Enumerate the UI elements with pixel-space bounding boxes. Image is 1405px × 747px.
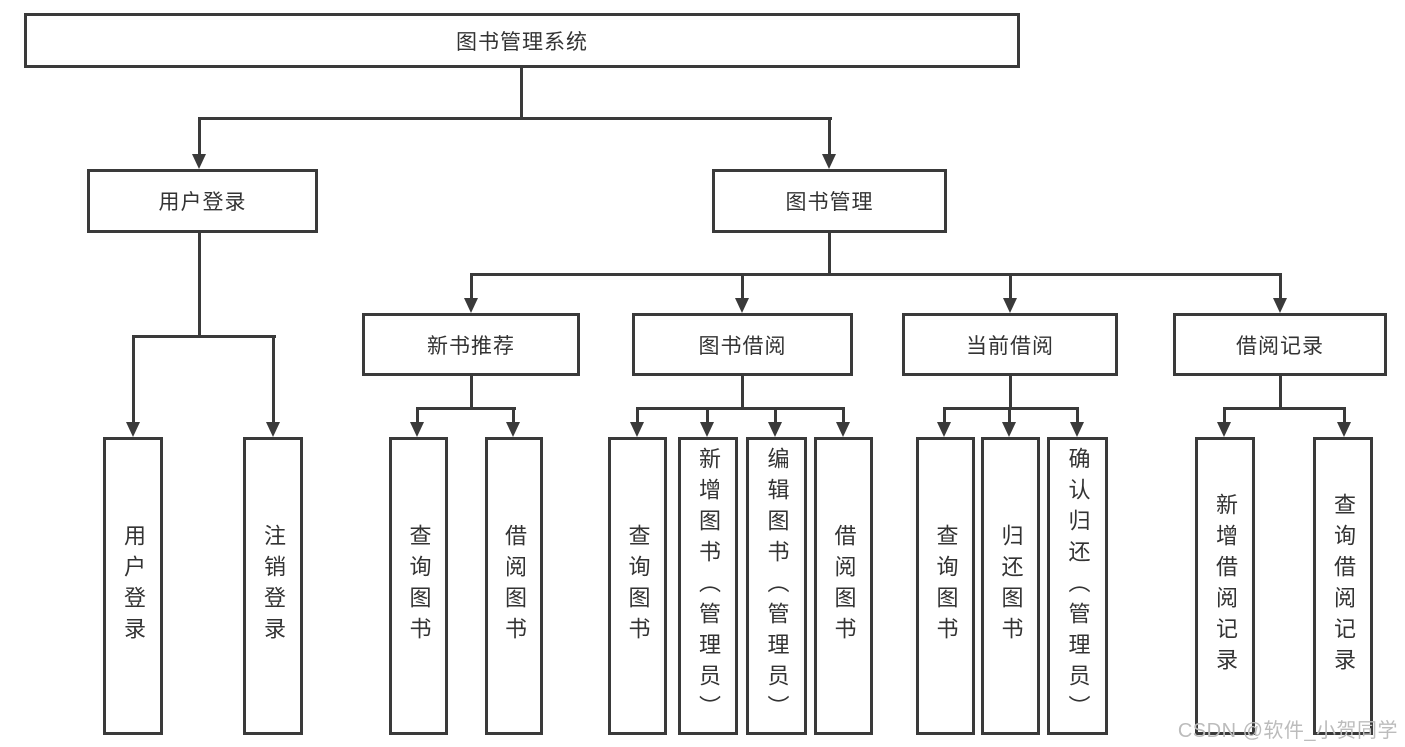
arrow-down-icon: [1003, 298, 1017, 313]
connector-bookmgmt-branch: [470, 273, 1282, 276]
connector-shaft: [272, 335, 275, 423]
connector-records-branch: [1223, 407, 1346, 410]
arrow-down-icon: [1337, 422, 1351, 437]
leaf-logout: 注销登录: [243, 437, 303, 735]
leaf-label: 查询图书: [625, 524, 651, 648]
leaf-user-login: 用户登录: [103, 437, 163, 735]
arrow-down-icon: [768, 422, 782, 437]
node-label: 当前借阅: [966, 334, 1054, 358]
arrow-down-icon: [937, 422, 951, 437]
arrow-down-icon: [630, 422, 644, 437]
connector-shaft: [636, 407, 639, 424]
arrow-down-icon: [1002, 422, 1016, 437]
arrow-down-icon: [1273, 298, 1287, 313]
arrow-down-icon: [506, 422, 520, 437]
node-label: 新书推荐: [427, 334, 515, 358]
arrow-down-icon: [410, 422, 424, 437]
leaf-edit-book-admin: 编辑图书（管理员）: [746, 437, 807, 735]
leaf-borrow-books: 借阅图书: [814, 437, 873, 735]
arrow-down-icon: [464, 298, 478, 313]
connector-userlogin-down: [198, 233, 201, 337]
leaf-label: 编辑图书（管理员）: [764, 446, 790, 726]
leaf-query-books-current: 查询图书: [916, 437, 975, 735]
arrow-down-icon: [1070, 422, 1084, 437]
connector-root-down: [520, 68, 523, 118]
connector-shaft: [741, 273, 744, 300]
node-current-borrow: 当前借阅: [902, 313, 1118, 376]
connector-shaft: [1008, 407, 1011, 424]
node-book-management: 图书管理: [712, 169, 947, 233]
arrow-down-icon: [1217, 422, 1231, 437]
leaf-label: 查询借阅记录: [1331, 493, 1356, 679]
node-new-book-recommend: 新书推荐: [362, 313, 580, 376]
node-library-management-system: 图书管理系统: [24, 13, 1020, 68]
arrow-down-icon: [266, 422, 280, 437]
leaf-label: 用户登录: [121, 524, 146, 648]
node-label: 图书借阅: [698, 334, 787, 358]
arrow-down-icon: [700, 422, 714, 437]
connector-shaft: [132, 335, 135, 423]
node-label: 用户登录: [158, 191, 247, 214]
connector-shaft: [943, 407, 946, 424]
connector-shaft: [828, 117, 831, 157]
leaf-label: 借阅图书: [831, 524, 857, 648]
connector-shaft: [512, 407, 515, 424]
connector-root-branch: [198, 117, 832, 120]
arrow-down-icon: [836, 422, 850, 437]
leaf-query-books-borrow: 查询图书: [608, 437, 667, 735]
leaf-label: 查询图书: [406, 524, 432, 648]
leaf-label: 确认归还（管理员）: [1065, 446, 1091, 726]
leaf-add-book-admin: 新增图书（管理员）: [678, 437, 738, 735]
arrow-down-icon: [735, 298, 749, 313]
connector-shaft: [1223, 407, 1226, 424]
leaf-label: 新增借阅记录: [1213, 493, 1238, 679]
connector-shaft: [1009, 273, 1012, 300]
connector-shaft: [1076, 407, 1079, 424]
connector-currentborrow-branch: [943, 407, 1079, 410]
connector-shaft: [774, 407, 777, 424]
connector-shaft: [416, 407, 419, 424]
leaf-confirm-return-admin: 确认归还（管理员）: [1047, 437, 1108, 735]
connector-shaft: [842, 407, 845, 424]
connector-bookmgmt-down: [828, 233, 831, 275]
node-label: 图书管理: [785, 191, 874, 214]
leaf-query-borrow-record: 查询借阅记录: [1313, 437, 1373, 735]
connector-currentborrow-down: [1009, 376, 1012, 409]
connector-newbook-branch: [416, 407, 516, 410]
connector-shaft: [470, 273, 473, 300]
connector-shaft: [1343, 407, 1346, 424]
arrow-down-icon: [126, 422, 140, 437]
leaf-label: 新增图书（管理员）: [696, 446, 721, 726]
connector-shaft: [198, 117, 201, 157]
connector-bookborrow-down: [741, 376, 744, 409]
connector-newbook-down: [470, 376, 473, 409]
node-book-borrow: 图书借阅: [632, 313, 853, 376]
leaf-label: 归还图书: [998, 524, 1024, 648]
arrow-down-icon: [192, 154, 206, 169]
connector-userlogin-branch: [132, 335, 276, 338]
leaf-borrow-books-recommend: 借阅图书: [485, 437, 543, 735]
node-label: 借阅记录: [1236, 334, 1324, 358]
leaf-label: 查询图书: [933, 524, 959, 648]
csdn-watermark: CSDN @软件_小贺同学: [1177, 720, 1398, 742]
connector-bookborrow-branch: [636, 407, 845, 410]
leaf-add-borrow-record: 新增借阅记录: [1195, 437, 1255, 735]
leaf-label: 注销登录: [261, 524, 286, 648]
connector-shaft: [706, 407, 709, 424]
connector-records-down: [1279, 376, 1282, 409]
node-user-login: 用户登录: [87, 169, 318, 233]
connector-shaft: [1279, 273, 1282, 300]
leaf-return-books: 归还图书: [981, 437, 1040, 735]
node-borrow-records: 借阅记录: [1173, 313, 1387, 376]
node-label: 图书管理系统: [456, 30, 588, 54]
leaf-label: 借阅图书: [502, 524, 527, 648]
leaf-query-books-recommend: 查询图书: [389, 437, 448, 735]
arrow-down-icon: [822, 154, 836, 169]
